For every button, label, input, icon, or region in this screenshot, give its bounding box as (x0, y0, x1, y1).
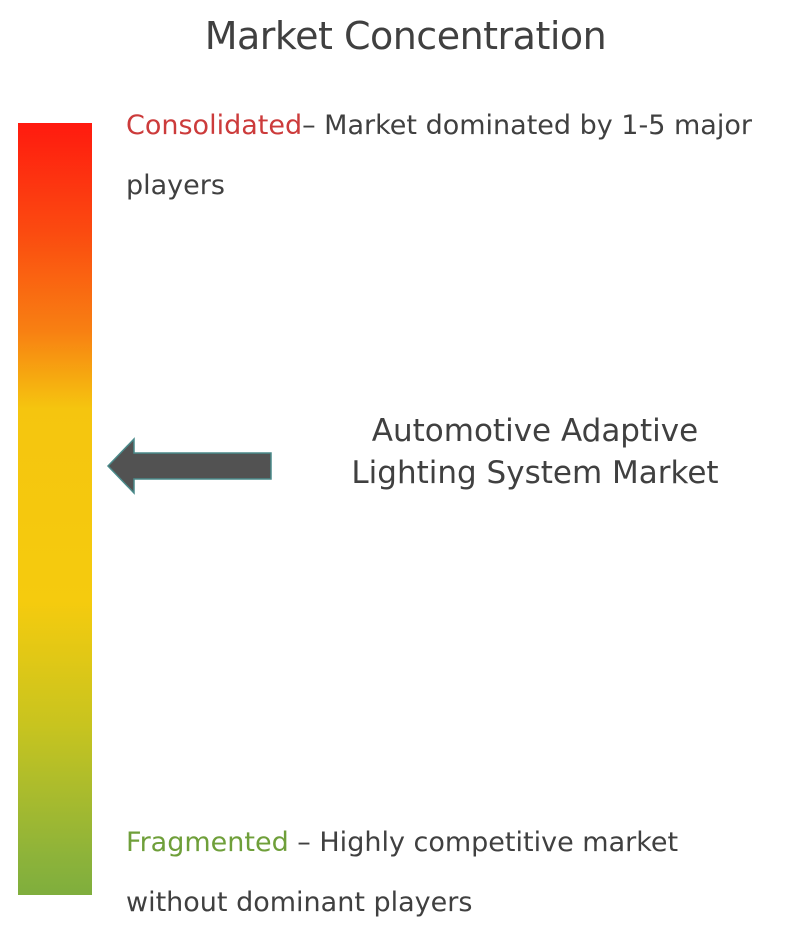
consolidated-text: – Market dominated by 1-5 major players (126, 110, 752, 201)
consolidated-keyword: Consolidated (126, 110, 303, 141)
left-arrow-icon (106, 437, 272, 495)
arrow-shape (106, 437, 272, 495)
concentration-gradient-bar (18, 123, 92, 895)
fragmented-text: – Highly competitive market without domi… (126, 827, 679, 918)
consolidated-description: Consolidated– Market dominated by 1-5 ma… (126, 96, 766, 216)
fragmented-description: Fragmented – Highly competitive market w… (126, 813, 766, 933)
market-label-line2: Lighting System Market (351, 455, 719, 491)
fragmented-keyword: Fragmented (126, 827, 289, 858)
chart-title: Market Concentration (204, 14, 607, 58)
market-label-line1: Automotive Adaptive (371, 413, 699, 449)
market-label: Automotive Adaptive Lighting System Mark… (320, 410, 750, 494)
